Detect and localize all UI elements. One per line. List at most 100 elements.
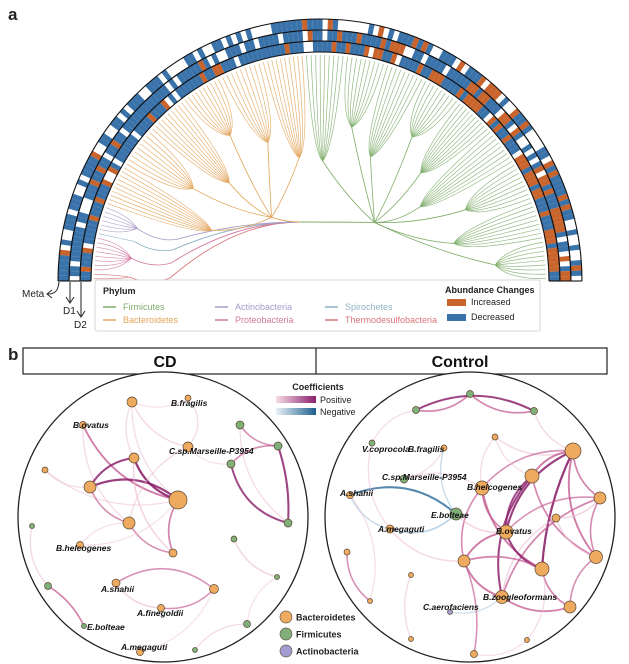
network-node bbox=[466, 390, 474, 398]
ring-cell bbox=[156, 102, 168, 114]
leaf-branch bbox=[98, 237, 132, 259]
leaf-branch bbox=[465, 177, 522, 210]
phylum-label: Spirochetes bbox=[345, 302, 393, 312]
leaf-branch bbox=[214, 80, 232, 136]
leaf-branch bbox=[188, 97, 231, 136]
ring-cell bbox=[233, 43, 243, 56]
leaf-branch bbox=[119, 175, 212, 231]
ring-cell bbox=[306, 19, 313, 31]
ring-cell bbox=[386, 28, 395, 41]
ring-cell bbox=[109, 161, 122, 172]
leaf-branch bbox=[411, 95, 450, 138]
network-node bbox=[243, 620, 251, 628]
positive-edge bbox=[501, 596, 571, 613]
clade-actinobacteria bbox=[99, 207, 301, 241]
leaf-branch bbox=[202, 87, 231, 136]
leaf-branch bbox=[100, 224, 138, 230]
network-node bbox=[226, 459, 236, 469]
leaf-branch bbox=[420, 149, 505, 207]
leaf-branch bbox=[453, 219, 538, 244]
ring-cell bbox=[265, 46, 273, 59]
ring-cell bbox=[423, 67, 434, 79]
ring-cell bbox=[146, 112, 158, 124]
leaf-branch bbox=[96, 246, 132, 259]
ring-cell bbox=[518, 120, 531, 132]
leaf-branch bbox=[171, 110, 230, 183]
leaf-branch bbox=[351, 61, 375, 128]
ring-cell bbox=[124, 137, 137, 148]
ring-cell bbox=[537, 150, 550, 161]
phylum-legend-item: Actinobacteria bbox=[215, 302, 292, 312]
node-legend-label: Actinobacteria bbox=[296, 647, 360, 657]
ring-cell bbox=[188, 64, 199, 77]
ring-cell bbox=[81, 247, 94, 254]
network-node bbox=[273, 441, 283, 451]
ring-cell bbox=[545, 238, 557, 245]
positive-edge bbox=[504, 450, 574, 533]
leaf-branch bbox=[420, 119, 479, 174]
leaf-branch bbox=[279, 58, 300, 158]
leaf-branch bbox=[350, 57, 358, 128]
ring-cell bbox=[159, 99, 171, 111]
ring-cell bbox=[557, 245, 570, 253]
ring-outline bbox=[68, 29, 572, 282]
network-node bbox=[41, 466, 49, 474]
network-node bbox=[157, 604, 165, 612]
leaf-branch bbox=[191, 94, 231, 136]
ring-cell bbox=[88, 214, 100, 223]
ring-cell bbox=[433, 59, 443, 72]
leaf-branch bbox=[420, 131, 491, 207]
leaf-branch bbox=[322, 56, 344, 162]
leaf-branch bbox=[164, 116, 230, 183]
ring-cell bbox=[570, 260, 582, 266]
network-node bbox=[235, 420, 245, 430]
leaf-branch bbox=[306, 55, 323, 162]
leaf-branch bbox=[140, 143, 194, 189]
leaf-branch bbox=[351, 58, 362, 128]
leaf-branch bbox=[344, 56, 352, 128]
ring-cell bbox=[69, 255, 82, 262]
positive-edge bbox=[415, 394, 535, 412]
ring-cell bbox=[443, 78, 454, 91]
ring-cell bbox=[287, 31, 294, 44]
network-node bbox=[440, 444, 448, 452]
ring-cell bbox=[99, 156, 112, 166]
ring-cell bbox=[385, 51, 394, 63]
ring-cell bbox=[398, 55, 407, 68]
ring-cell bbox=[410, 36, 420, 49]
branch bbox=[211, 216, 272, 231]
leaf-branch bbox=[134, 151, 194, 189]
leaf-branch bbox=[453, 228, 540, 245]
network-node bbox=[168, 490, 188, 510]
ring-cell bbox=[65, 213, 78, 222]
ring-cell bbox=[476, 90, 488, 103]
ring-cell bbox=[543, 228, 556, 236]
abundance-legend-title: Abundance Changes bbox=[445, 285, 535, 295]
ring-label-meta: Meta bbox=[22, 281, 60, 300]
leaf-branch bbox=[411, 98, 454, 138]
network-node bbox=[343, 548, 351, 556]
ring-cell bbox=[549, 174, 562, 184]
ring-cell bbox=[210, 40, 220, 53]
ring-cell bbox=[100, 178, 113, 188]
ring-cell bbox=[190, 76, 201, 89]
ring-cell bbox=[463, 66, 475, 79]
phylum-legend-title: Phylum bbox=[103, 286, 136, 296]
ring-cell bbox=[332, 19, 339, 31]
ring-cell bbox=[80, 271, 92, 277]
ring-cell bbox=[69, 265, 81, 272]
ring-cell bbox=[570, 270, 582, 276]
ring-cell bbox=[565, 228, 578, 237]
phylum-legend-item: Thermodesulfobacteria bbox=[325, 315, 437, 325]
leaf-branch bbox=[370, 68, 397, 157]
ring-cell bbox=[355, 32, 363, 45]
network-node bbox=[79, 421, 87, 429]
ring-cell bbox=[184, 67, 195, 79]
ring-cell bbox=[76, 178, 89, 188]
ring-cell bbox=[537, 174, 550, 184]
leaf-branch bbox=[495, 260, 546, 266]
leaf-branch bbox=[465, 181, 524, 211]
ring-cell bbox=[274, 44, 282, 57]
network-node bbox=[168, 548, 178, 558]
ring-cell bbox=[107, 143, 120, 154]
